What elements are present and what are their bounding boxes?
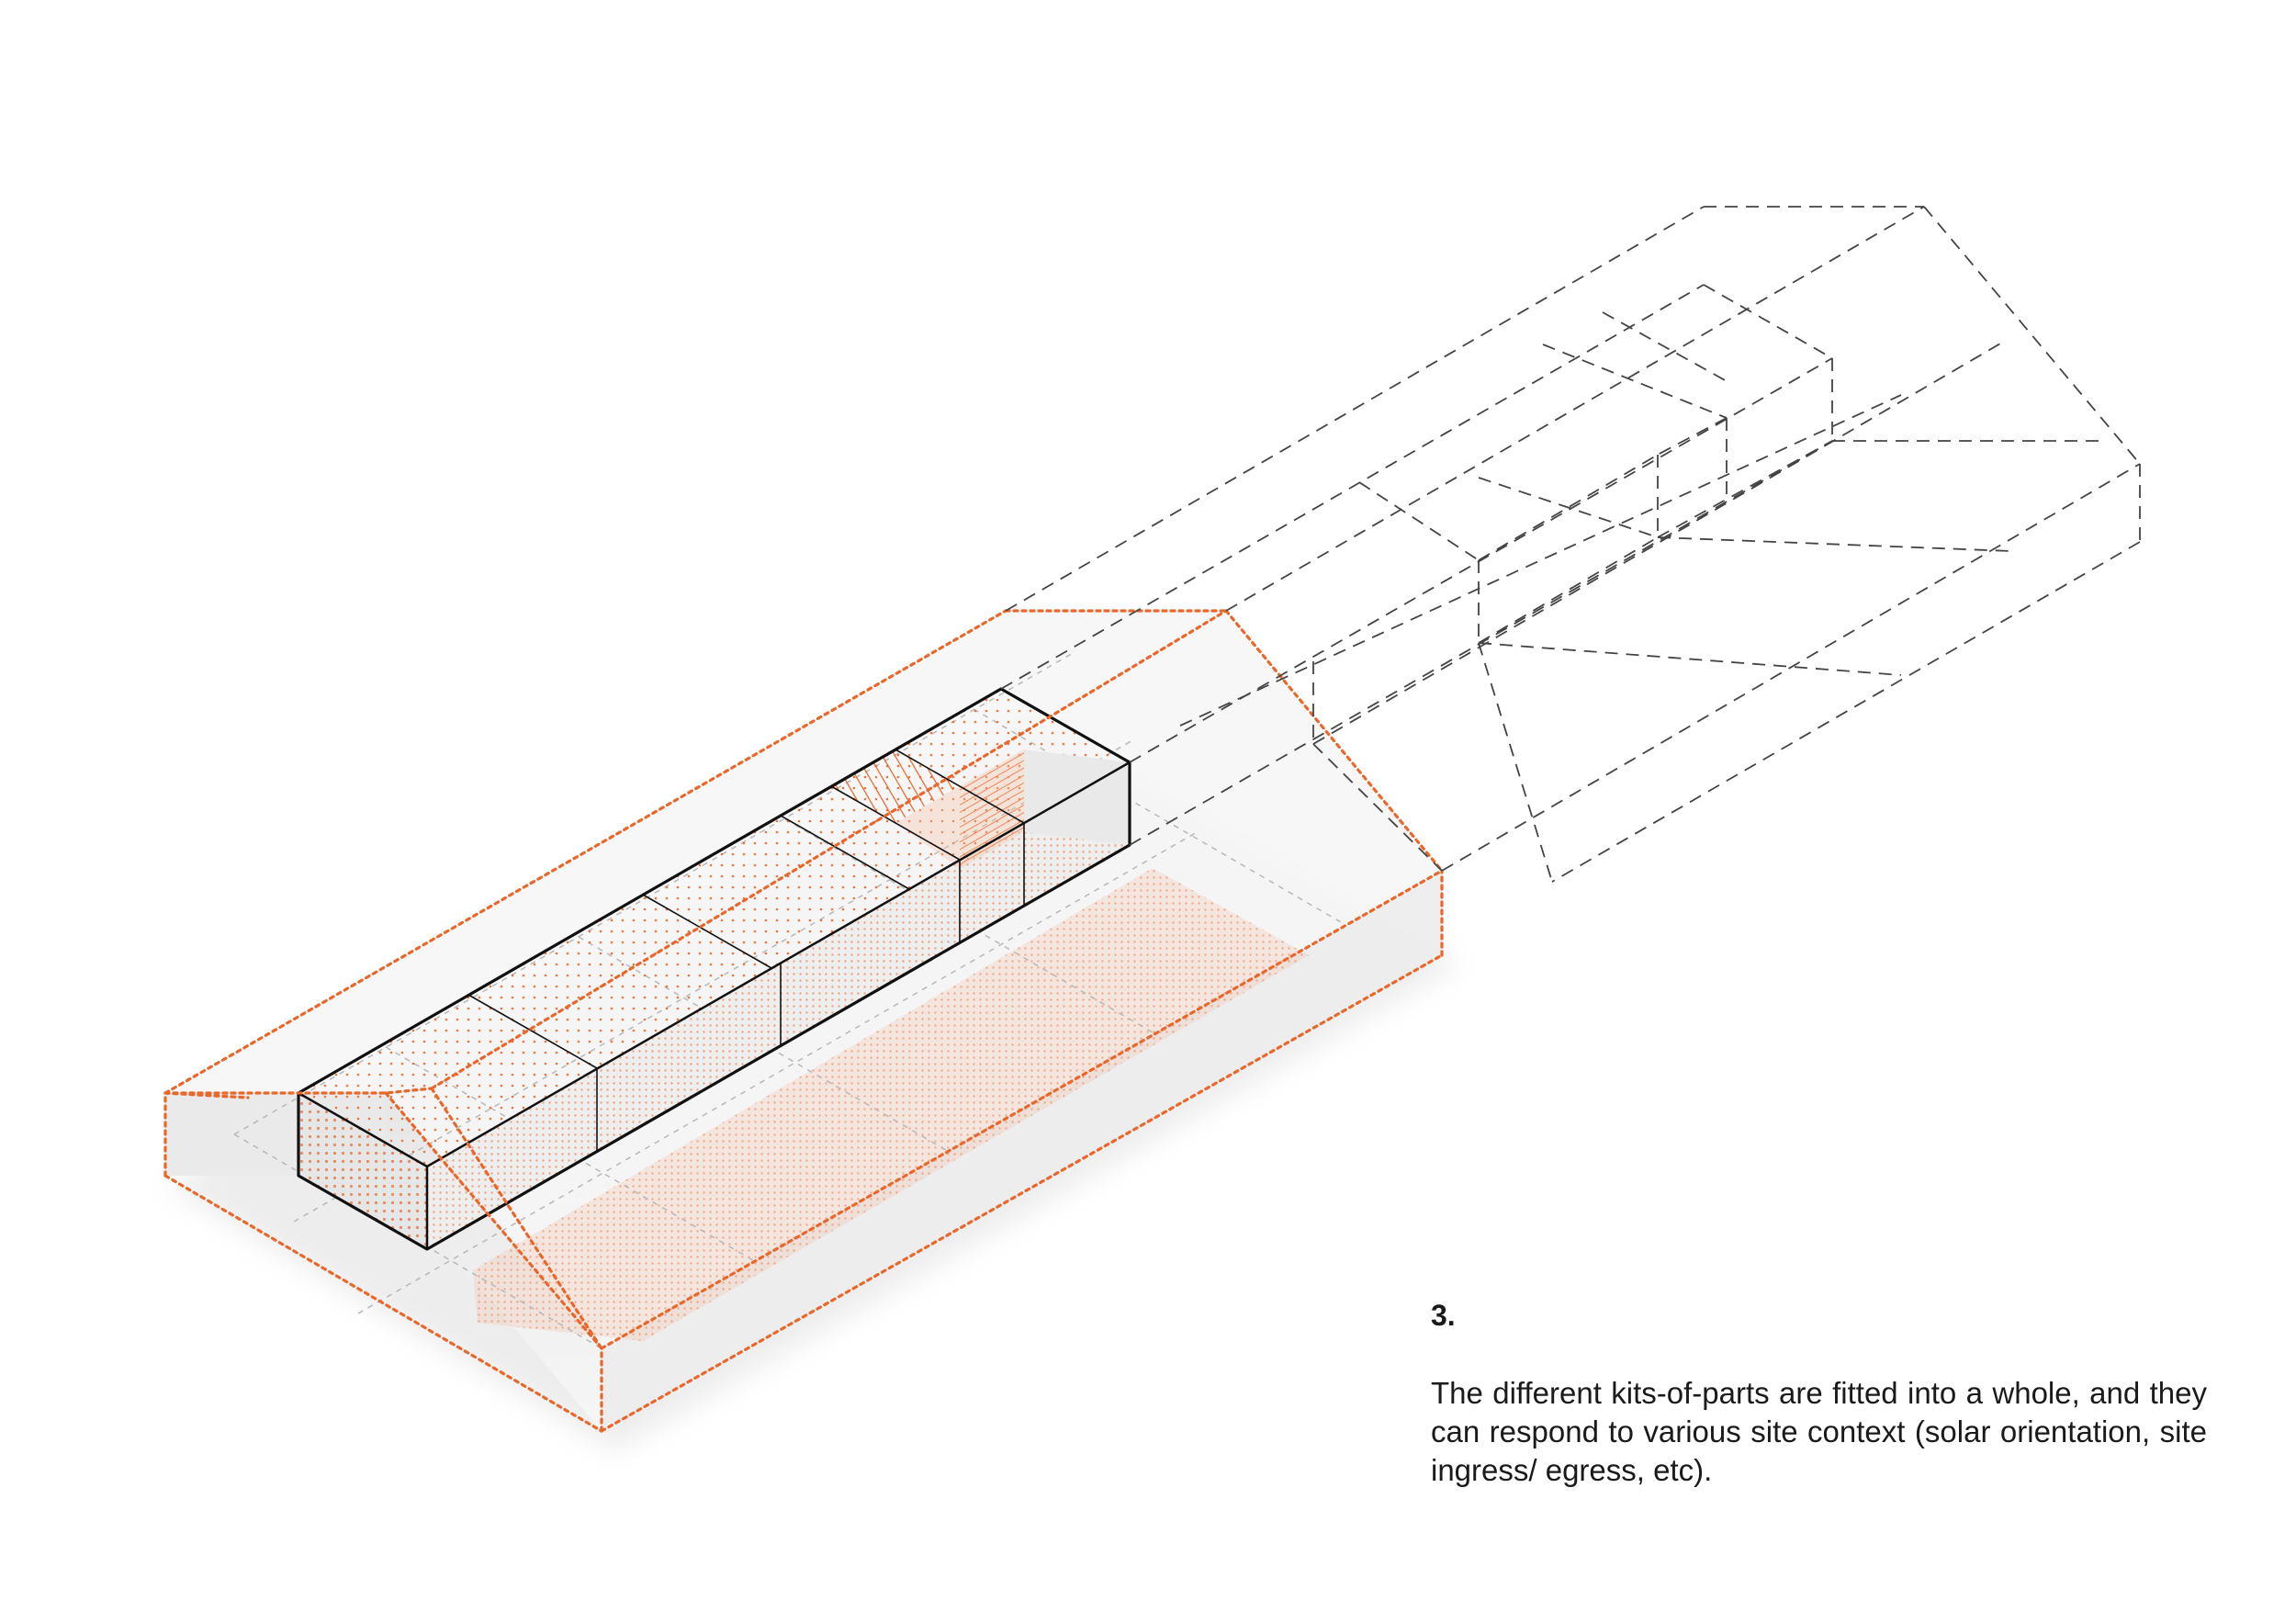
caption-block: 3. The different kits-of-parts are fitte… — [1431, 1299, 2207, 1490]
building-envelope — [163, 609, 1444, 1433]
kit-of-parts-volume — [297, 687, 1131, 1251]
solar-shade-area — [473, 868, 1309, 1341]
caption-text: The different kits-of-parts are fitted i… — [1431, 1376, 2207, 1488]
step-number: 3. — [1431, 1299, 1456, 1332]
future-extension-outline — [1000, 206, 2141, 883]
